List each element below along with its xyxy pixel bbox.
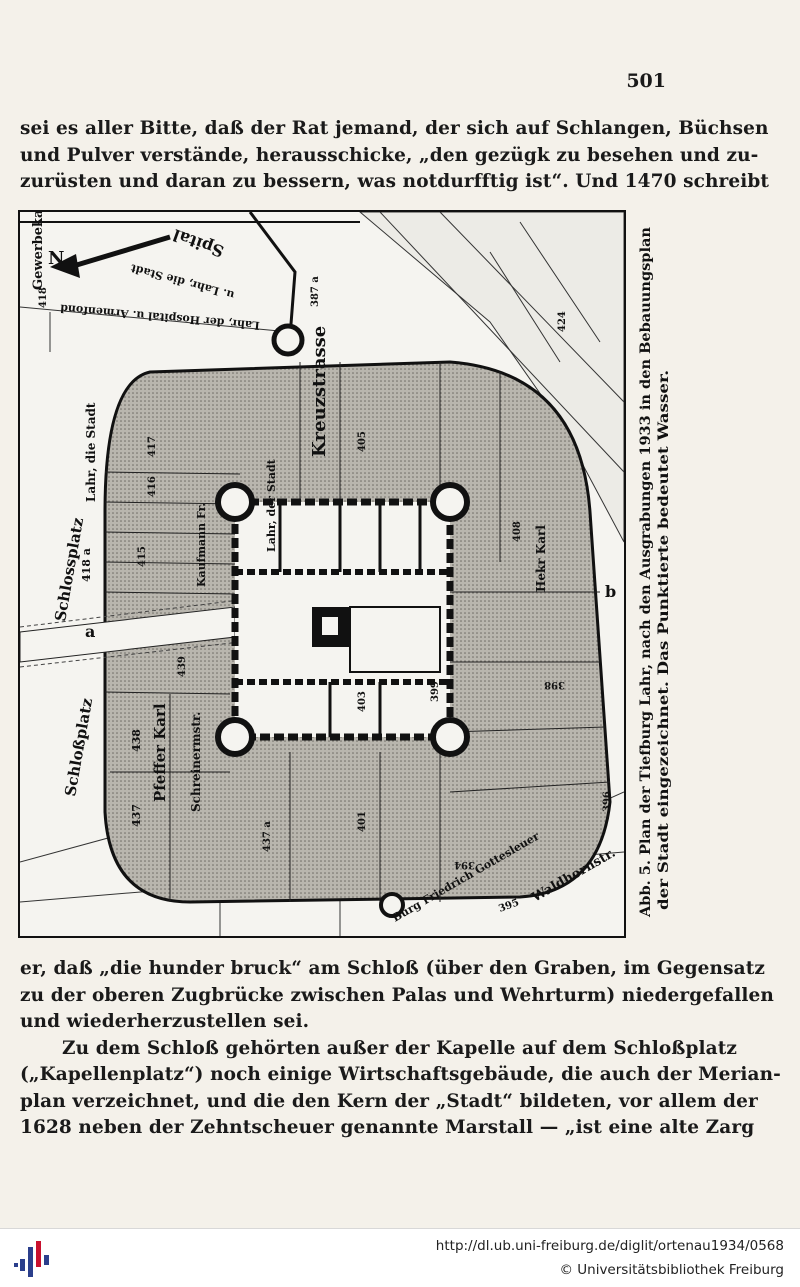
map-label: Hekr Karl — [534, 525, 548, 592]
university-logo-icon — [14, 1241, 49, 1277]
caption-line: Abb. 5. Plan der Tiefburg Lahr, nach den… — [638, 227, 654, 918]
text-line: zurüsten und daran zu bessern, was notdu… — [20, 171, 770, 192]
map-label: 418 — [38, 287, 49, 308]
map-label: 439 — [177, 656, 188, 677]
map-label: 394 — [454, 859, 475, 870]
page-number: 501 — [626, 70, 666, 92]
map-label: 405 — [357, 431, 368, 452]
text-line: Zu dem Schloß gehörten außer der Kapelle… — [62, 1037, 737, 1059]
map-label: Kreuzstrasse — [309, 326, 330, 457]
map-label: Lahr, der Stadt — [265, 458, 278, 552]
map-label: Pfeffer Karl — [151, 703, 169, 802]
top-paragraph: sei es aller Bitte, daß der Rat jemand, … — [20, 116, 770, 196]
text-line: 1628 neben der Zehntscheuer genannte Mar… — [20, 1117, 755, 1138]
text-line: und Pulver verstände, herausschicke, „de… — [20, 144, 759, 166]
map-label: 424 — [557, 311, 568, 332]
map-label: 437 a — [262, 821, 273, 852]
map-label: N — [48, 248, 64, 269]
text-line: plan verzeichnet, und die den Kern der „… — [20, 1090, 758, 1112]
map-label: 415 — [137, 546, 148, 567]
text-line: sei es aller Bitte, daß der Rat jemand, … — [20, 118, 769, 139]
map-label: 416 — [147, 476, 158, 497]
map-label: 399 — [430, 681, 441, 702]
map-label: b — [605, 582, 616, 601]
caption-line: der Stadt eingezeichnet. Das Punktierte … — [656, 370, 672, 910]
text-line: zu der oberen Zugbrücke zwischen Palas u… — [20, 984, 774, 1006]
castle-plan-figure: N Gewerbekanal 418 Spital u. Lahr, die S… — [18, 210, 626, 938]
figure-caption: Abb. 5. Plan der Tiefburg Lahr, nach den… — [628, 210, 674, 934]
map-label: Gewerbekanal — [31, 212, 46, 290]
text-line: er, daß „die hunder bruck“ am Schloß (üb… — [20, 958, 765, 979]
map-label: Lahr, die Stadt — [84, 402, 98, 502]
castle-plan-map: N Gewerbekanal 418 Spital u. Lahr, die S… — [20, 212, 624, 936]
map-label: 403 — [357, 691, 368, 712]
map-label: 408 — [512, 521, 523, 542]
map-label: 396 — [602, 791, 613, 812]
copyright-text: © Universitätsbibliothek Freiburg — [559, 1262, 784, 1278]
map-label: Kaufmann Fr. — [195, 503, 208, 587]
text-line: („Kapellenplatz“) noch einige Wirtschaft… — [20, 1064, 781, 1085]
map-label: 437 — [130, 804, 143, 827]
figure-caption-text: Abb. 5. Plan der Tiefburg Lahr, nach den… — [638, 227, 672, 918]
map-label: 418 a — [80, 548, 93, 582]
map-label: 417 — [147, 436, 158, 457]
source-url-link[interactable]: http://dl.ub.uni-freiburg.de/diglit/orte… — [435, 1238, 784, 1254]
bottom-paragraph: er, daß „die hunder bruck“ am Schloß (üb… — [20, 956, 781, 1142]
map-label: a — [85, 622, 95, 641]
map-label: 438 — [130, 729, 143, 752]
map-label: Schreinermstr. — [189, 712, 203, 812]
footer-bar: http://dl.ub.uni-freiburg.de/diglit/orte… — [0, 1228, 800, 1287]
map-label: 387 a — [310, 276, 321, 307]
text-line: und wiederherzustellen sei. — [20, 1011, 310, 1032]
map-label: 398 — [544, 679, 565, 690]
map-label: 401 — [357, 811, 368, 832]
scanned-page: 501 sei es aller Bitte, daß der Rat jema… — [0, 0, 800, 1228]
